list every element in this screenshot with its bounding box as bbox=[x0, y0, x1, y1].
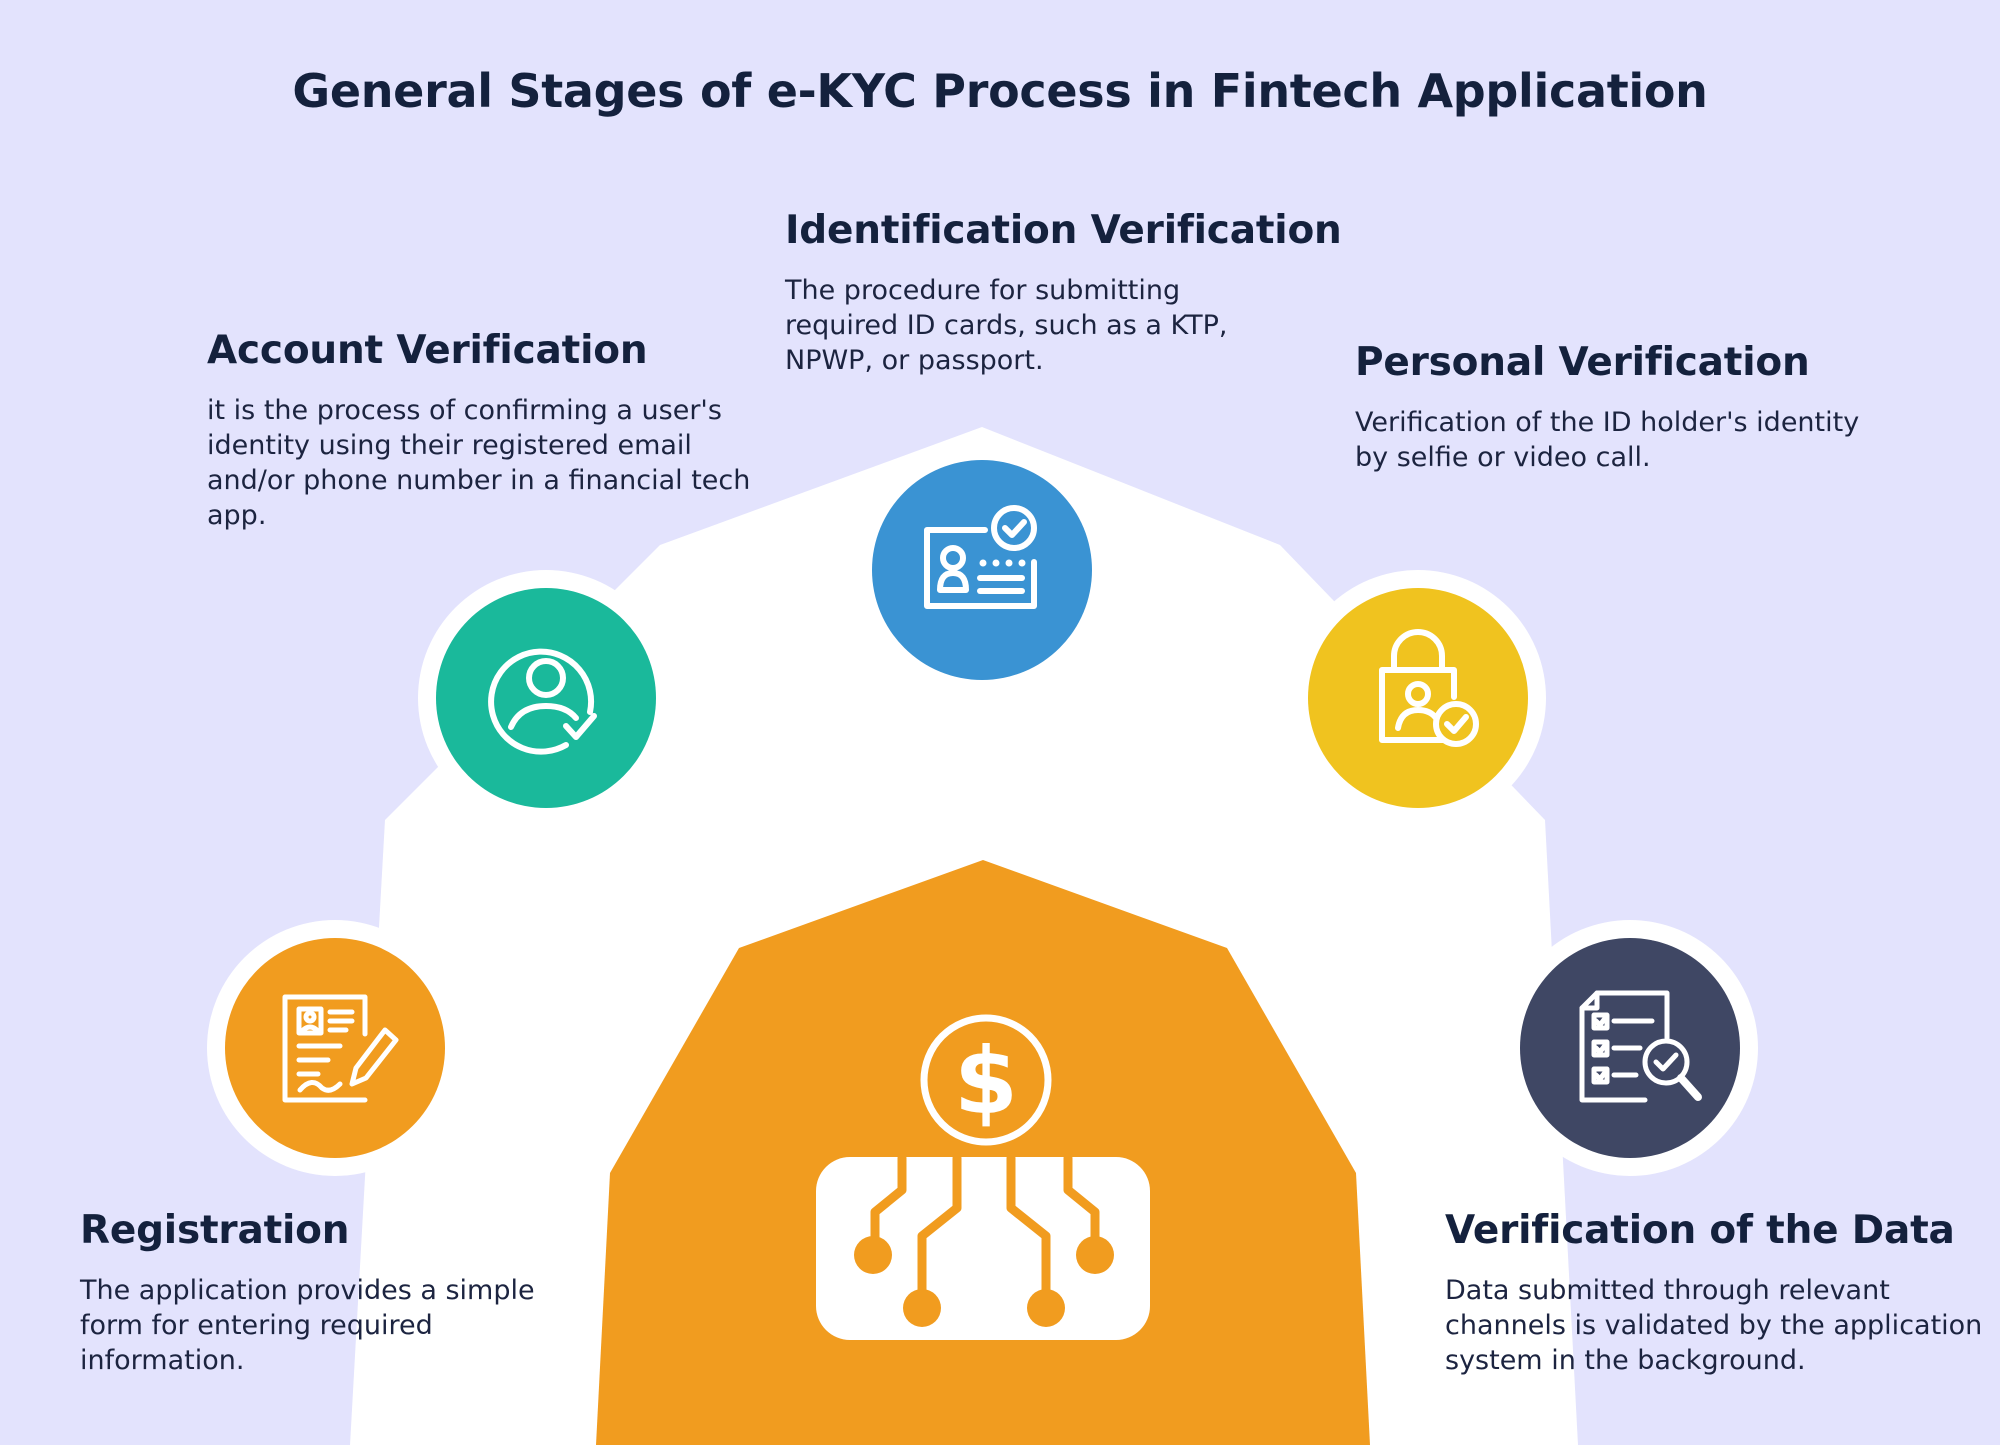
svg-text:$: $ bbox=[954, 1028, 1018, 1135]
personal-node bbox=[1290, 570, 1546, 826]
form-sign-icon bbox=[282, 994, 399, 1103]
stage-registration: Registration The application provides a … bbox=[80, 1208, 580, 1378]
stage-title: Personal Verification bbox=[1355, 340, 1810, 385]
account-node bbox=[418, 570, 674, 826]
stage-identification: Identification Verification The procedur… bbox=[785, 208, 1342, 378]
center-hub bbox=[596, 860, 1370, 1445]
stage-description: Data submitted through relevant channels… bbox=[1445, 1275, 1983, 1376]
stage-description: it is the process of confirming a user's… bbox=[207, 395, 751, 531]
stage-data: Verification of the Data Data submitted … bbox=[1445, 1208, 1985, 1378]
lock-user-check-icon bbox=[1379, 629, 1479, 747]
checklist-search-icon bbox=[1579, 990, 1702, 1103]
user-check-icon bbox=[488, 648, 597, 755]
stage-description: Verification of the ID holder's identity… bbox=[1355, 407, 1860, 473]
dollar-circuit-icon: $ bbox=[816, 1014, 1150, 1340]
id-card-check-icon bbox=[924, 505, 1037, 609]
stage-title: Registration bbox=[80, 1208, 350, 1253]
data-node bbox=[1502, 920, 1758, 1176]
stage-title: Identification Verification bbox=[785, 208, 1342, 253]
stage-title: Verification of the Data bbox=[1445, 1208, 1955, 1253]
stage-description: The application provides a simple form f… bbox=[80, 1275, 535, 1376]
stage-personal: Personal Verification Verification of th… bbox=[1355, 340, 1885, 475]
stage-title: Account Verification bbox=[207, 328, 648, 373]
page-title: General Stages of e-KYC Process in Finte… bbox=[292, 64, 1708, 118]
stage-description: The procedure for submitting required ID… bbox=[785, 275, 1228, 376]
registration-node bbox=[207, 920, 463, 1176]
stage-account: Account Verification it is the process o… bbox=[207, 328, 752, 533]
identification-node bbox=[854, 442, 1110, 698]
